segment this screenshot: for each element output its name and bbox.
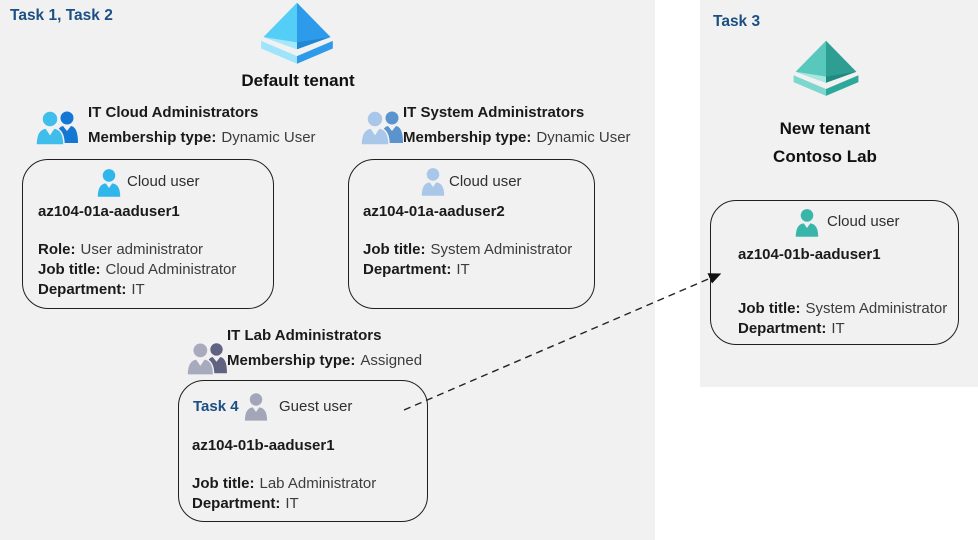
membership-value: Dynamic User [221,129,316,146]
field-department: Department:IT [38,281,145,298]
field-department: Department:IT [192,495,299,512]
user-fields: Role:User administrator Job title:Cloud … [38,240,236,300]
user-card-aaduser1: Cloud user az104-01a-aaduser1 Role:User … [22,159,274,309]
membership-label: Membership type: [403,129,532,146]
guest-user-icon [243,392,269,422]
group-icon-cloud-admins [34,107,80,147]
user-type-label: Cloud user [827,213,900,230]
group-icon-lab-admins [185,339,229,377]
field-job-title: Job title:System Administrator [738,300,948,317]
username: az104-01b-aaduser1 [738,246,881,263]
task-4-label: Task 4 [193,398,239,415]
field-job-title: Job title:Lab Administrator [192,475,377,492]
user-card-aaduser2: Cloud user az104-01a-aaduser2 Job title:… [348,159,595,309]
default-tenant-title: Default tenant [241,71,355,90]
group-name-cloud-admins: IT Cloud Administrators [88,104,259,121]
user-fields: Job title:System Administrator Departmen… [363,240,572,280]
cloud-user-icon [794,207,820,239]
field-job-title: Job title:Cloud Administrator [38,261,237,278]
membership-value: Assigned [360,352,423,369]
azure-ad-new-tenant-icon [791,40,861,98]
new-tenant-user-card: Cloud user az104-01b-aaduser1 Job title:… [710,200,959,345]
field-department: Department:IT [738,320,845,337]
field-job-title: Job title:System Administrator [363,241,573,258]
task-1-2-label: Task 1, Task 2 [10,7,113,24]
new-tenant-title-line1: New tenant [779,119,871,138]
user-fields: Job title:Lab Administrator Department:I… [192,474,376,514]
username: az104-01a-aaduser1 [38,203,180,220]
group-name-lab-admins: IT Lab Administrators [227,327,382,344]
user-type-label: Cloud user [127,173,200,190]
user-type-label: Cloud user [449,173,522,190]
membership-label: Membership type: [227,352,356,369]
new-tenant-title-line2: Contoso Lab [773,147,877,166]
username: az104-01a-aaduser2 [363,203,505,220]
field-department: Department:IT [363,261,470,278]
membership-value: Dynamic User [536,129,631,146]
field-role: Role:User administrator [38,241,204,258]
guest-user-card: Task 4 Guest user az104-01b-aaduser1 Job… [178,380,428,522]
username: az104-01b-aaduser1 [192,437,335,454]
user-type-label: Guest user [279,398,353,415]
task-3-label: Task 3 [713,13,761,30]
cloud-user-icon [96,167,122,199]
group-icon-system-admins [359,107,405,147]
user-fields: Job title:System Administrator Departmen… [738,299,947,339]
default-tenant-region [0,0,655,540]
group-membership-cloud-admins: Membership type:Dynamic User [88,129,316,146]
azure-ad-tenant-icon [258,2,336,66]
group-membership-lab-admins: Membership type:Assigned [227,352,422,369]
cloud-user-icon [420,166,446,198]
membership-label: Membership type: [88,129,217,146]
group-membership-system-admins: Membership type:Dynamic User [403,129,631,146]
group-name-system-admins: IT System Administrators [403,104,585,121]
